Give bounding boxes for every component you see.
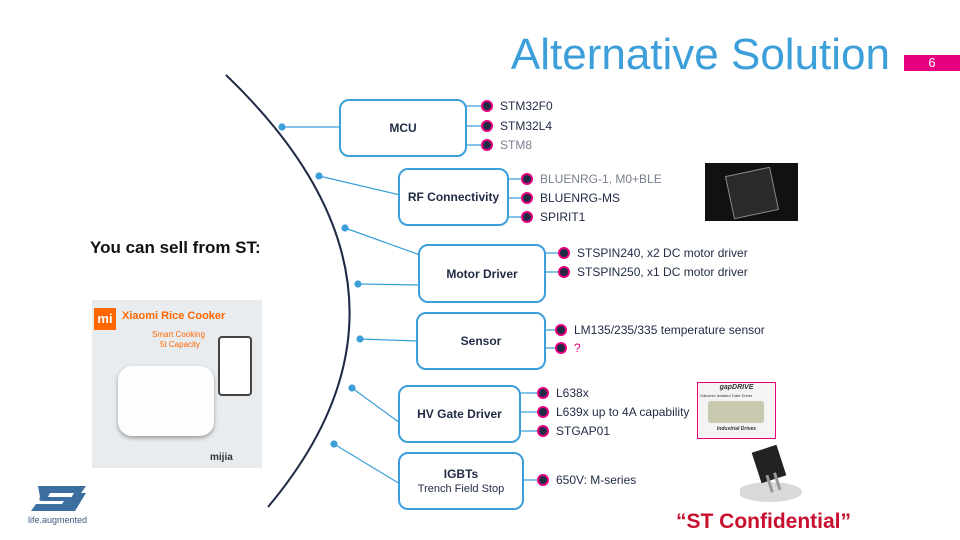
category-sublabel: Trench Field Stop — [417, 483, 505, 495]
left-heading: You can sell from ST: — [90, 238, 261, 257]
gapdrive-footer: Industrial Drives — [716, 426, 757, 432]
board-icon — [708, 401, 764, 423]
category-label: Sensor — [460, 334, 502, 348]
bullet-icon — [555, 324, 567, 336]
bullet-icon — [521, 211, 533, 223]
category-box-igbts[interactable]: IGBTs Trench Field Stop — [398, 452, 524, 510]
st-logo-icon — [31, 486, 86, 511]
list-item: STSPIN250, x1 DC motor driver — [558, 265, 748, 279]
list-item: 650V: M-series — [537, 473, 636, 487]
logo-tagline: life.augmented — [28, 515, 88, 525]
category-box-motor-driver[interactable]: Motor Driver — [418, 244, 546, 303]
category-label: RF Connectivity — [407, 190, 500, 204]
phone-icon — [218, 336, 252, 396]
bullet-icon — [555, 342, 567, 354]
bluenrg-chip-image — [705, 163, 798, 221]
list-item: STSPIN240, x2 DC motor driver — [558, 246, 748, 260]
category-label: IGBTs — [443, 467, 479, 481]
category-label: Motor Driver — [446, 266, 518, 281]
brand-logo: mi — [94, 308, 116, 330]
category-box-hv-gate-driver[interactable]: HV Gate Driver — [398, 385, 521, 443]
gapdrive-title: gapDRIVE — [719, 384, 754, 391]
gapdrive-subtitle: Galvanic Isolated Gate Driver — [700, 393, 753, 398]
product-line1: Smart Cooking — [152, 330, 205, 339]
bullet-icon — [558, 247, 570, 259]
category-box-mcu[interactable]: MCU — [339, 99, 467, 157]
bullet-icon — [481, 139, 493, 151]
bullet-icon — [537, 425, 549, 437]
list-item: SPIRIT1 — [521, 210, 585, 224]
product-title: Xiaomi Rice Cooker — [122, 310, 226, 322]
bullet-icon — [558, 266, 570, 278]
bullet-icon — [521, 192, 533, 204]
category-box-rf-connectivity[interactable]: RF Connectivity — [398, 168, 509, 226]
bullet-icon — [537, 387, 549, 399]
cooker-body — [118, 366, 214, 436]
gapdrive-image: gapDRIVE Galvanic Isolated Gate Driver I… — [697, 382, 776, 439]
igbt-package-icon — [740, 444, 802, 502]
list-item: ? — [555, 341, 581, 355]
page-number: 6 — [904, 55, 960, 71]
list-item: L638x — [537, 386, 589, 400]
category-label: MCU — [389, 121, 417, 135]
bullet-icon — [537, 474, 549, 486]
list-item: BLUENRG-1, M0+BLE — [521, 172, 662, 186]
category-label: HV Gate Driver — [417, 407, 502, 421]
list-item: L639x up to 4A capability — [537, 405, 689, 419]
category-box-sensor[interactable]: Sensor — [416, 312, 546, 370]
bullet-icon — [481, 120, 493, 132]
bullet-icon — [537, 406, 549, 418]
page-title: Alternative Solution — [510, 30, 890, 79]
list-item: STM32F0 — [481, 99, 553, 113]
list-item: STM8 — [481, 138, 532, 152]
list-item: STM32L4 — [481, 119, 552, 133]
bullet-icon — [521, 173, 533, 185]
rice-cooker-image: mi Xiaomi Rice Cooker Smart Cooking 5t C… — [92, 300, 262, 468]
confidential-label: “ST Confidential” — [676, 510, 851, 533]
list-item: BLUENRG-MS — [521, 191, 620, 205]
product-footer: mijia — [210, 452, 233, 463]
chip-icon — [724, 166, 780, 220]
list-item: STGAP01 — [537, 424, 610, 438]
product-line2: 5t Capacity — [160, 340, 201, 349]
list-item: LM135/235/335 temperature sensor — [555, 323, 765, 337]
bullet-icon — [481, 100, 493, 112]
